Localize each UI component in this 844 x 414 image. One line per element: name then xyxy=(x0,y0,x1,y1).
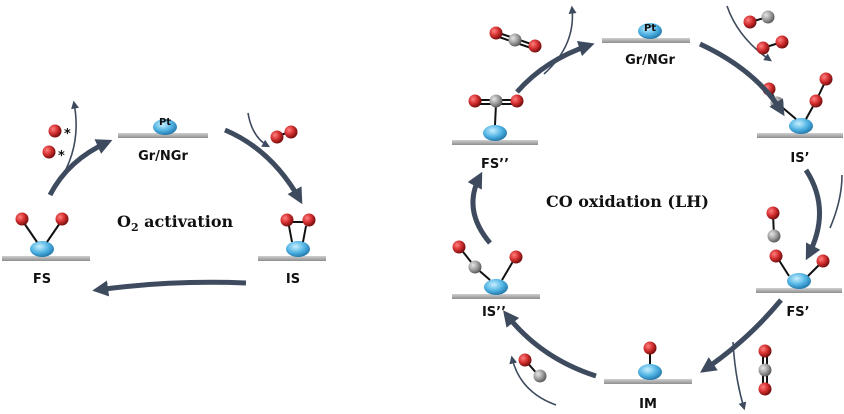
oxygen-atom xyxy=(769,249,783,263)
left-catalyst: Pt Gr/NGr xyxy=(118,117,208,164)
oxygen-atom xyxy=(766,206,780,220)
surface-slab xyxy=(258,256,326,261)
carbon-atom xyxy=(468,260,482,274)
oxygen-atom xyxy=(55,212,69,226)
surface-slab xyxy=(118,133,208,138)
state-label-fs-dprime: FS’’ xyxy=(481,157,509,172)
pt-label: Pt xyxy=(159,117,171,128)
oxygen-atom xyxy=(42,145,56,159)
oxygen-atom xyxy=(758,382,772,396)
state-label-fs-prime: FS’ xyxy=(786,305,809,320)
arrow-co-in-lower xyxy=(509,355,557,406)
title-co-oxidation: CO oxidation (LH) xyxy=(546,192,709,211)
pt-atom xyxy=(483,125,507,141)
right-cycle: CO oxidation (LH) Pt Gr/NGr IS’ xyxy=(452,5,843,412)
oxygen-atom xyxy=(758,344,772,358)
arrow-is-dprime-to-fs-dprime xyxy=(467,171,492,245)
oxygen-atom xyxy=(643,341,657,355)
carbon-atom xyxy=(761,10,775,24)
free-co2-top xyxy=(489,26,542,53)
oxygen-atom xyxy=(809,94,823,108)
surface-slab xyxy=(602,38,690,43)
arrow-side-right xyxy=(829,174,843,229)
carbon-atom xyxy=(758,363,772,377)
outgoing-co2-lower xyxy=(758,344,772,396)
arrow-o-atoms-out xyxy=(59,100,79,181)
oxygen-atom xyxy=(775,35,789,49)
surface-slab xyxy=(604,379,692,384)
oxygen-atom xyxy=(284,125,298,139)
surface-slab xyxy=(756,288,842,293)
oxygen-atom xyxy=(452,240,466,254)
oxygen-atom xyxy=(302,213,316,227)
arrow-o2-in xyxy=(247,112,271,148)
pt-atom xyxy=(789,118,813,134)
oxygen-atom xyxy=(15,212,29,226)
pt-atom xyxy=(638,23,662,39)
arrow-fs-prime-to-im xyxy=(700,298,783,373)
right-state-fs-prime: FS’ xyxy=(756,206,842,320)
radical-star: * xyxy=(64,127,71,142)
surface-slab xyxy=(757,133,843,138)
arrow-co2-out-lower xyxy=(732,341,747,411)
incoming-co-lower xyxy=(518,353,547,383)
state-label-is-dprime: IS’’ xyxy=(482,305,506,320)
radical-star: * xyxy=(58,149,65,164)
right-catalyst: Pt Gr/NGr xyxy=(602,23,690,68)
arrow-is-prime-to-fs-prime xyxy=(803,168,822,261)
oxygen-atom xyxy=(509,250,523,264)
left-state-fs: FS xyxy=(2,212,90,287)
state-label-fs: FS xyxy=(33,272,51,287)
pt-atom xyxy=(286,241,310,257)
arrow-fs-to-catalyst xyxy=(47,139,113,197)
pt-atom xyxy=(153,119,177,135)
pt-atom xyxy=(638,364,662,380)
carbon-atom xyxy=(489,94,503,108)
pt-atom xyxy=(484,279,508,295)
title-o2-activation: O2 activation xyxy=(117,212,234,234)
arrow-catalyst-to-is-prime xyxy=(698,41,785,117)
arrow-is-to-fs xyxy=(92,279,247,297)
oxygen-atom xyxy=(270,130,284,144)
oxygen-atom xyxy=(489,26,503,40)
state-label-is: IS xyxy=(286,272,300,287)
carbon-atom xyxy=(533,369,547,383)
surface-slab xyxy=(452,140,538,145)
carbon-atom xyxy=(767,229,781,243)
state-label-catalyst: Gr/NGr xyxy=(625,53,675,68)
right-state-is-dprime: IS’’ xyxy=(452,240,540,320)
state-label-im: IM xyxy=(639,397,657,412)
oxygen-atom xyxy=(280,213,294,227)
right-state-im: IM xyxy=(604,341,692,412)
pt-atom xyxy=(30,241,54,257)
incoming-co-o2 xyxy=(743,10,789,55)
surface-slab xyxy=(2,256,90,261)
oxygen-atom xyxy=(468,94,482,108)
surface-slab xyxy=(452,294,540,299)
oxygen-atom xyxy=(756,41,770,55)
oxygen-atom xyxy=(816,254,830,268)
arrow-catalyst-to-is xyxy=(224,127,303,205)
oxygen-atom xyxy=(518,353,532,367)
arrow-co2-out xyxy=(543,5,577,75)
left-state-is: IS xyxy=(258,213,326,287)
pt-atom xyxy=(787,273,811,289)
carbon-atom xyxy=(508,33,522,47)
arrow-im-to-is-dprime xyxy=(503,310,597,379)
state-label-catalyst: Gr/NGr xyxy=(138,149,188,164)
right-state-fs-dprime: FS’’ xyxy=(452,94,538,172)
oxygen-atom xyxy=(48,124,62,138)
state-label-is-prime: IS’ xyxy=(790,151,809,166)
left-cycle: Pt Gr/NGr IS FS O2 activation xyxy=(2,100,326,297)
oxygen-atom xyxy=(743,15,757,29)
oxygen-atom xyxy=(528,39,542,53)
right-state-is-prime: IS’ xyxy=(757,72,843,166)
oxygen-atom xyxy=(510,94,524,108)
pt-label: Pt xyxy=(644,23,656,34)
arrow-fs-dprime-to-catalyst xyxy=(515,40,595,94)
oxygen-atom xyxy=(819,72,833,86)
arrow-co-o2-in xyxy=(726,5,772,62)
